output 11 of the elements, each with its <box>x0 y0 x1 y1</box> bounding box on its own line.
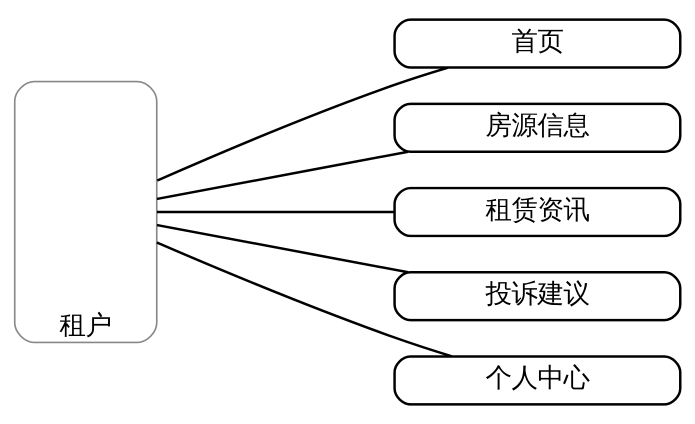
node-box: 租赁资讯 <box>393 186 682 238</box>
connector <box>156 224 408 274</box>
node-box: 投诉建议 <box>393 271 682 322</box>
node-box: 个人中心 <box>393 355 682 406</box>
node-box: 房源信息 <box>393 102 682 153</box>
connector <box>156 210 395 214</box>
connector <box>156 66 448 182</box>
node-box: 租户 <box>14 80 158 344</box>
connector <box>156 241 452 358</box>
connector <box>156 150 408 200</box>
node-box: 首页 <box>393 18 682 69</box>
